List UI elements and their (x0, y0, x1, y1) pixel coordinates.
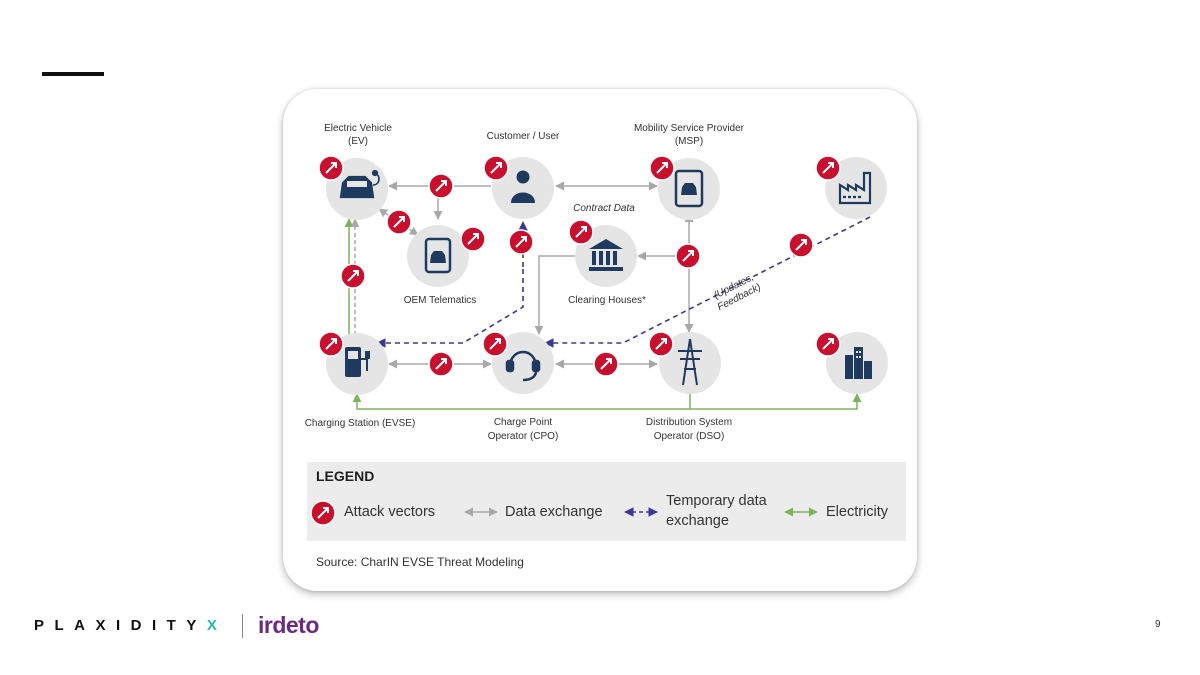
node-buildings (826, 332, 888, 394)
attack-vector-badge (386, 209, 412, 235)
charging-station-icon (345, 347, 370, 377)
node-cpo (492, 332, 554, 394)
title-accent-bar (42, 72, 104, 76)
label-ev-line1: Electric Vehicle (324, 123, 392, 134)
node-oem (407, 225, 469, 287)
attack-vector-badge (568, 219, 594, 245)
attack-vector-badge (318, 155, 344, 181)
attack-vector-badge (788, 232, 814, 258)
attack-vector-badge (483, 155, 509, 181)
bank-icon (589, 239, 623, 271)
attack-vector-badge (815, 155, 841, 181)
legend-attack-badge (310, 500, 336, 526)
label-msp-line2: (MSP) (675, 136, 703, 147)
irdeto-logo: irdeto (258, 612, 319, 638)
factory-icon (838, 171, 872, 205)
legend-symbols (310, 500, 818, 526)
label-cpo-line1: Charge Point (494, 417, 553, 428)
attack-vector-badge (593, 351, 619, 377)
legend-attack-label: Attack vectors (344, 504, 436, 520)
legend-title: LEGEND (316, 468, 375, 484)
tablet-car-icon (424, 237, 452, 274)
power-tower-icon (678, 338, 702, 386)
label-oem: OEM Telematics (404, 295, 477, 306)
attack-vector-badge (318, 331, 344, 357)
label-msp-line1: Mobility Service Provider (634, 123, 745, 134)
node-dso (659, 332, 721, 394)
headset-icon (505, 350, 541, 382)
car-icon (339, 169, 380, 199)
attack-vector-badge (648, 331, 674, 357)
ev-ecosystem-diagram: Electric Vehicle (EV) Customer / User Mo… (305, 123, 888, 442)
attack-vector-badge (428, 173, 454, 199)
attack-vector-badge (428, 351, 454, 377)
page-number: 9 (1155, 619, 1161, 630)
label-clearing: Clearing Houses* (568, 295, 646, 306)
attack-vector-badge (675, 243, 701, 269)
attack-vector-badge (815, 331, 841, 357)
buildings-icon (845, 347, 872, 379)
user-icon (511, 170, 535, 203)
label-contract-data: Contract Data (573, 203, 635, 214)
attack-vector-badges (318, 155, 841, 377)
label-ev-line2: (EV) (348, 136, 368, 147)
legend-temporary-label-line1: Temporary data (666, 493, 767, 509)
plaxidityx-logo: PLAXIDITYX (34, 617, 227, 634)
label-evse: Charging Station (EVSE) (305, 418, 416, 429)
node-factory (825, 157, 887, 219)
source-caption: Source: CharIN EVSE Threat Modeling (316, 555, 524, 569)
legend-data-label: Data exchange (505, 504, 603, 520)
label-dso-line1: Distribution System (646, 417, 732, 428)
legend-temporary-label-line2: exchange (666, 513, 729, 529)
label-dso-line2: Operator (DSO) (654, 431, 725, 442)
footer-separator (242, 614, 243, 638)
legend-electricity-label: Electricity (826, 504, 889, 520)
logo1-x: X (206, 617, 228, 634)
attack-vector-badge (649, 155, 675, 181)
attack-vector-badge (482, 331, 508, 357)
tablet-car-icon (674, 169, 704, 208)
attack-vector-badge (340, 263, 366, 289)
diagram-card: Electric Vehicle (EV) Customer / User Mo… (283, 89, 917, 591)
legend: LEGEND Attack vectors Data exchange Temp… (307, 462, 906, 541)
attack-vector-badge (508, 229, 534, 255)
label-customer: Customer / User (487, 131, 560, 142)
label-cpo-line2: Operator (CPO) (488, 431, 559, 442)
attack-vector-badge (460, 226, 486, 252)
logo1-main: PLAXIDITY (34, 617, 207, 634)
